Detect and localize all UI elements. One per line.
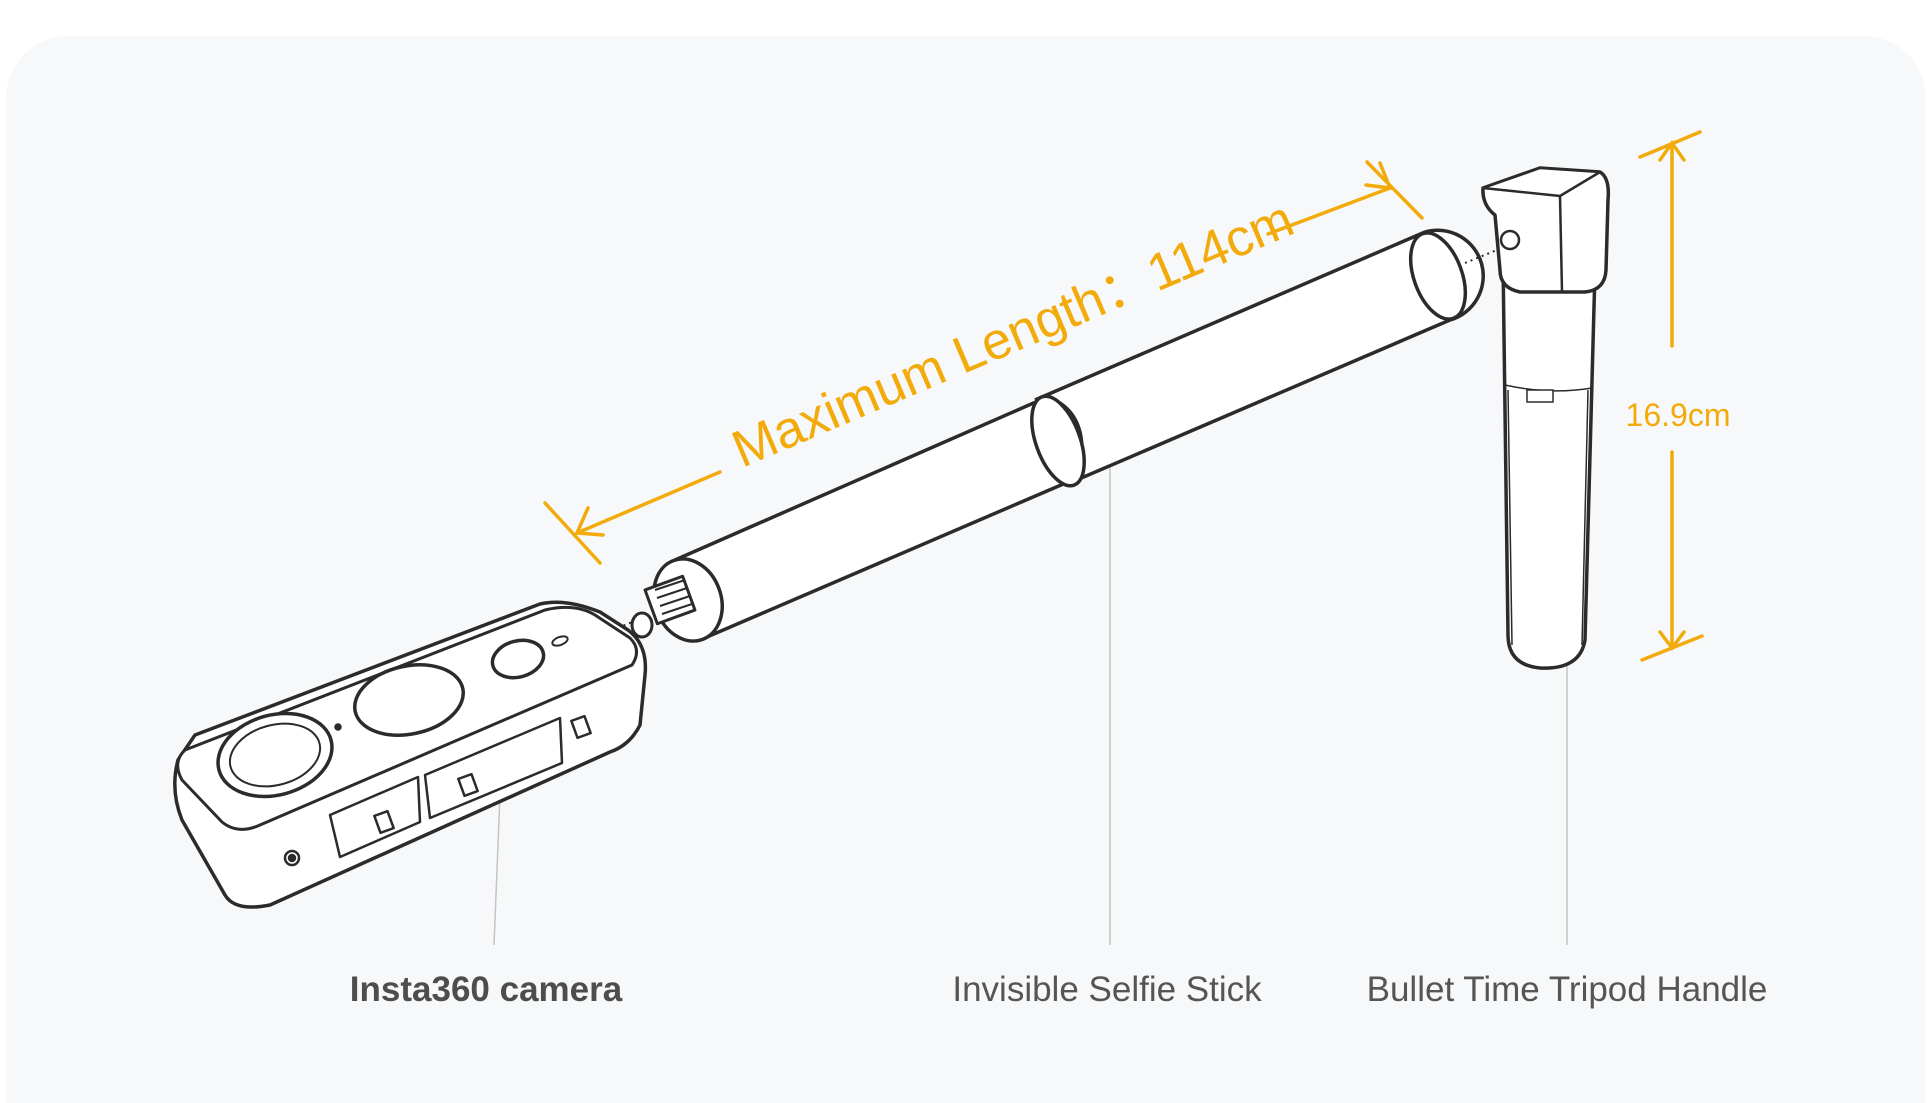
- camera-rear-lens: [352, 663, 466, 737]
- camera-side-panel-2: [423, 716, 564, 820]
- length-line-right: [1266, 186, 1392, 236]
- height-dimension: [1638, 130, 1704, 662]
- camera-indicator: [551, 635, 569, 647]
- camera-front-lens-inner: [228, 722, 322, 788]
- camera-side-button-1: [373, 809, 395, 835]
- stick-collar: [1030, 394, 1086, 488]
- length-line-left: [575, 470, 722, 535]
- handle-mount-top: [1481, 166, 1602, 198]
- camera-label: Insta360 camera: [349, 970, 623, 1009]
- handle-height-label: 16.9cm: [1625, 397, 1731, 433]
- insta360-camera: [173, 600, 648, 909]
- handle-label: Bullet Time Tripod Handle: [1366, 970, 1768, 1009]
- camera-side-button-2: [457, 772, 479, 798]
- camera-side-button-3: [570, 714, 592, 740]
- length-arrow-right: [1364, 161, 1393, 191]
- handle-body: [1501, 258, 1597, 670]
- stick-label: Invisible Selfie Stick: [952, 970, 1262, 1009]
- camera-shutter-button: [490, 638, 546, 680]
- length-tick-right: [1365, 160, 1424, 220]
- length-tick-left: [543, 501, 602, 565]
- stick-outer-tube-end: [1408, 231, 1468, 321]
- handle-mount-screw: [1499, 229, 1521, 251]
- handle-mount: [1481, 166, 1611, 294]
- height-arrow-bottom: [1658, 630, 1686, 651]
- tripod-handle: [1464, 166, 1611, 670]
- handle-tab: [1526, 389, 1554, 403]
- handle-grip-right: [1581, 389, 1589, 646]
- selfie-stick: [617, 228, 1485, 643]
- stick-outer-tube: [1034, 228, 1485, 487]
- height-arrow-top: [1658, 139, 1686, 162]
- stick-screw: [630, 574, 697, 639]
- camera-mic: [334, 723, 342, 731]
- length-arrow-left: [574, 506, 605, 537]
- connection-dots: [617, 621, 633, 629]
- handle-grip-left: [1507, 389, 1513, 646]
